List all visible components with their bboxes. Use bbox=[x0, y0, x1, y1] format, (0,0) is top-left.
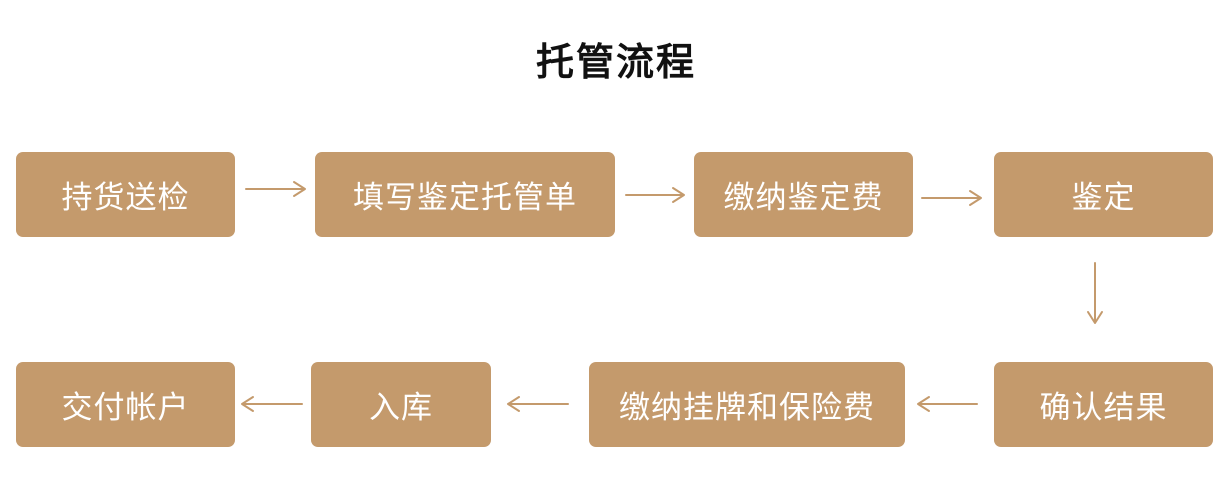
arrow-right-1 bbox=[245, 181, 306, 197]
arrow-left-3 bbox=[241, 396, 303, 412]
step-2-label: 填写鉴定托管单 bbox=[353, 180, 577, 216]
step-7-box: 入库 bbox=[311, 362, 491, 447]
step-4-box: 鉴定 bbox=[994, 152, 1213, 237]
step-8-label: 交付帐户 bbox=[61, 390, 190, 426]
step-5-box: 确认结果 bbox=[994, 362, 1213, 447]
step-5-label: 确认结果 bbox=[1039, 390, 1168, 426]
step-2-box: 填写鉴定托管单 bbox=[315, 152, 615, 237]
arrow-right-2 bbox=[625, 187, 685, 203]
step-6-label: 缴纳挂牌和保险费 bbox=[619, 390, 875, 426]
step-8-box: 交付帐户 bbox=[16, 362, 235, 447]
step-7-label: 入库 bbox=[369, 390, 433, 426]
step-3-box: 缴纳鉴定费 bbox=[694, 152, 913, 237]
arrow-left-2 bbox=[507, 396, 569, 412]
arrow-down bbox=[1087, 262, 1103, 324]
step-4-label: 鉴定 bbox=[1071, 180, 1136, 216]
arrow-right-3 bbox=[921, 190, 982, 206]
step-6-box: 缴纳挂牌和保险费 bbox=[589, 362, 905, 447]
step-3-label: 缴纳鉴定费 bbox=[723, 180, 884, 216]
arrow-left-1 bbox=[917, 396, 978, 412]
diagram-title: 托管流程 bbox=[535, 40, 696, 84]
step-1-label: 持货送检 bbox=[61, 180, 190, 216]
step-1-box: 持货送检 bbox=[16, 152, 235, 237]
